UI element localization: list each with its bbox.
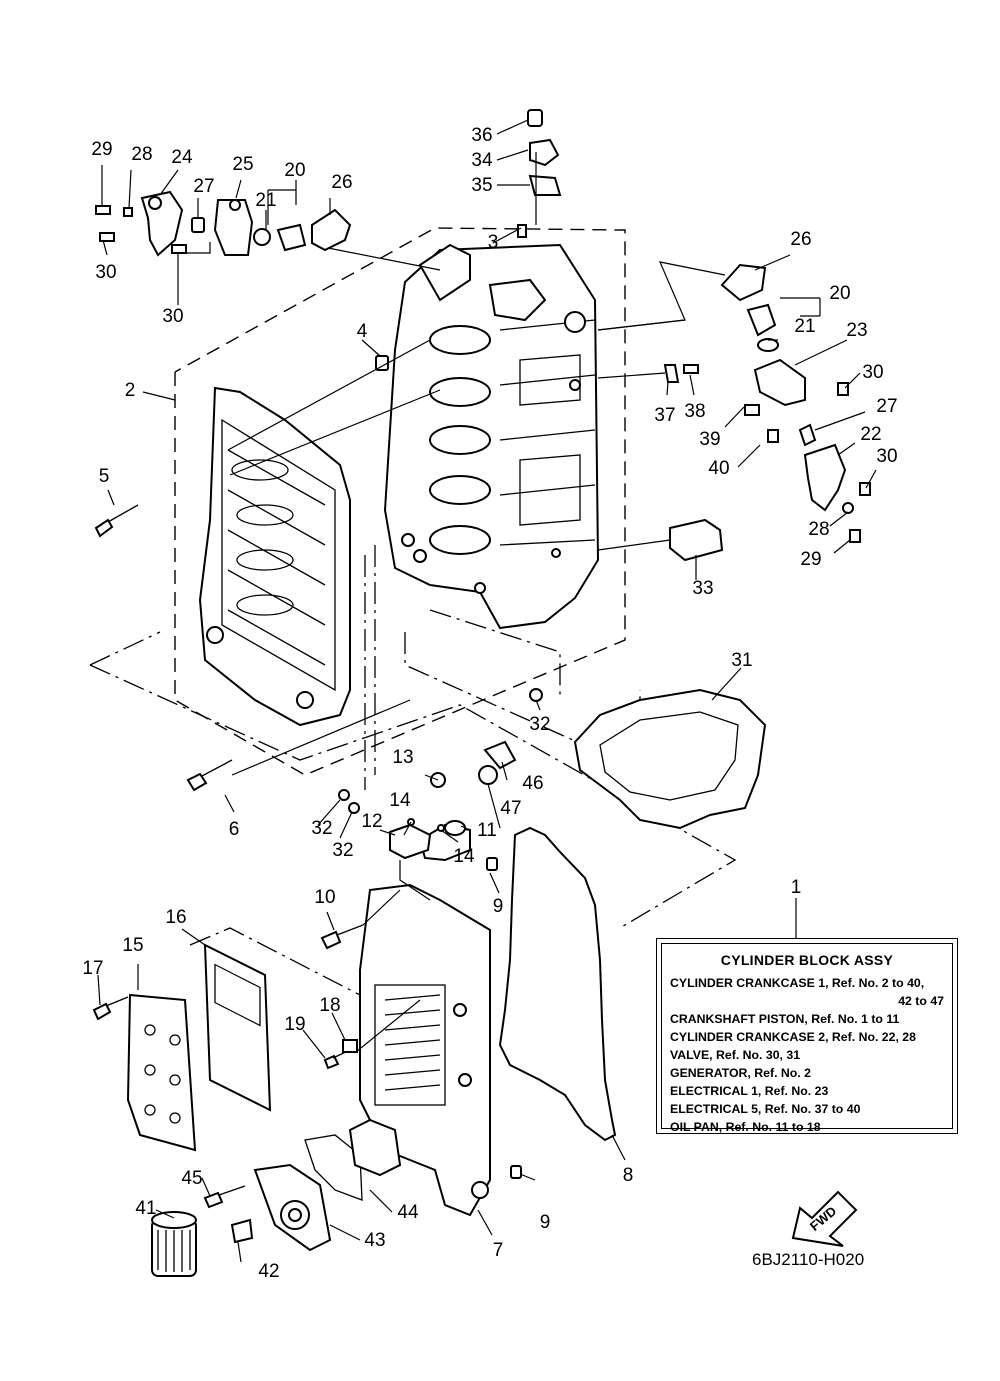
callout-39: 39 bbox=[699, 429, 720, 450]
cylinder-block bbox=[383, 243, 600, 630]
callout-30-right-upper: 30 bbox=[862, 362, 883, 383]
callout-numbers: 1 2 3 4 5 6 7 8 9 9 10 11 12 13 14 14 15… bbox=[82, 125, 897, 1282]
callout-29-left: 29 bbox=[91, 139, 112, 160]
callout-10: 10 bbox=[314, 887, 335, 908]
reference-line: ELECTRICAL 5, Ref. No. 37 to 40 bbox=[670, 1102, 861, 1116]
reference-line: CYLINDER CRANKCASE 2, Ref. No. 22, 28 bbox=[670, 1030, 916, 1044]
callout-29-right: 29 bbox=[800, 549, 821, 570]
oil-filter-adapter bbox=[230, 1118, 402, 1252]
callout-41: 41 bbox=[135, 1198, 156, 1219]
callout-12: 12 bbox=[361, 811, 382, 832]
callout-36: 36 bbox=[471, 125, 492, 146]
callout-23: 23 bbox=[846, 320, 867, 341]
reference-line: OIL PAN, Ref. No. 11 to 18 bbox=[670, 1120, 821, 1134]
callout-28-left: 28 bbox=[131, 144, 152, 165]
drawing-code: 6BJ2110-H020 bbox=[752, 1250, 865, 1269]
bolts bbox=[92, 355, 543, 1209]
callout-18: 18 bbox=[319, 995, 340, 1016]
callout-45: 45 bbox=[181, 1168, 202, 1189]
callout-44: 44 bbox=[397, 1202, 419, 1223]
callout-21-right: 21 bbox=[794, 316, 815, 337]
callout-32-left-lower: 32 bbox=[332, 840, 353, 861]
callout-31: 31 bbox=[731, 650, 752, 671]
callout-30-right-lower: 30 bbox=[876, 446, 897, 467]
callout-40: 40 bbox=[708, 458, 729, 479]
callout-11: 11 bbox=[477, 820, 497, 841]
cover-15-and-gasket-16 bbox=[126, 943, 272, 1152]
callout-8: 8 bbox=[623, 1165, 634, 1186]
callout-24: 24 bbox=[171, 147, 193, 168]
callout-17: 17 bbox=[82, 958, 103, 979]
callout-25: 25 bbox=[232, 154, 253, 175]
gasket-31 bbox=[573, 688, 767, 830]
callout-30-top-left: 30 bbox=[95, 262, 116, 283]
callout-20-right: 20 bbox=[829, 283, 850, 304]
callout-37: 37 bbox=[654, 405, 675, 426]
callout-19: 19 bbox=[284, 1014, 305, 1035]
callout-7: 7 bbox=[493, 1240, 504, 1261]
callout-43: 43 bbox=[364, 1230, 385, 1251]
reference-line: CRANKSHAFT PISTON, Ref. No. 1 to 11 bbox=[670, 1012, 900, 1026]
thermostat-housing-parts-left bbox=[95, 190, 352, 257]
callout-20-left: 20 bbox=[284, 160, 305, 181]
reference-line: ELECTRICAL 1, Ref. No. 23 bbox=[670, 1084, 829, 1098]
callout-33: 33 bbox=[692, 578, 713, 599]
callout-21-left: 21 bbox=[255, 190, 276, 211]
callout-6: 6 bbox=[229, 819, 240, 840]
callout-42: 42 bbox=[258, 1261, 279, 1282]
callout-38: 38 bbox=[684, 401, 705, 422]
callout-34: 34 bbox=[471, 150, 493, 171]
callout-3: 3 bbox=[488, 232, 499, 253]
reference-line: 42 to 47 bbox=[898, 994, 944, 1008]
callout-14-upper: 14 bbox=[389, 790, 411, 811]
callout-15: 15 bbox=[122, 935, 143, 956]
callout-46: 46 bbox=[522, 773, 543, 794]
assembly-title: CYLINDER BLOCK ASSY bbox=[720, 952, 894, 968]
top-small-parts bbox=[517, 109, 562, 238]
thermostat-housing-parts-right bbox=[663, 263, 871, 562]
oil-strainer-parts bbox=[389, 740, 517, 862]
callout-32-center: 32 bbox=[529, 714, 550, 735]
fwd-arrow-icon: FWD bbox=[791, 1190, 858, 1247]
reference-line: GENERATOR, Ref. No. 2 bbox=[670, 1066, 811, 1080]
callout-16: 16 bbox=[165, 907, 186, 928]
callout-2: 2 bbox=[125, 380, 136, 401]
callout-5: 5 bbox=[99, 466, 110, 487]
callout-28-right: 28 bbox=[808, 519, 829, 540]
reference-line: CYLINDER CRANKCASE 1, Ref. No. 2 to 40, bbox=[670, 976, 925, 990]
assembly-reference-box-inner: CYLINDER BLOCK ASSY CYLINDER CRANKCASE 1… bbox=[661, 943, 953, 1134]
callout-35: 35 bbox=[471, 175, 492, 196]
assembly-outlines bbox=[89, 227, 737, 996]
callout-13: 13 bbox=[392, 747, 413, 768]
callout-27-right: 27 bbox=[876, 396, 897, 417]
callout-47: 47 bbox=[500, 798, 521, 819]
callout-22: 22 bbox=[860, 424, 881, 445]
leader-lines bbox=[97, 119, 877, 1263]
reference-line: VALVE, Ref. No. 30, 31 bbox=[670, 1048, 801, 1062]
oil-filter-41 bbox=[151, 1211, 197, 1277]
crankcase bbox=[198, 386, 351, 727]
callout-9-lower: 9 bbox=[540, 1212, 551, 1233]
callout-30-bottom-left: 30 bbox=[162, 306, 183, 327]
callout-26-left: 26 bbox=[331, 172, 352, 193]
oil-pan-gasket-8 bbox=[498, 826, 617, 1142]
assembly-reference-box: CYLINDER BLOCK ASSY CYLINDER CRANKCASE 1… bbox=[656, 938, 958, 1134]
callout-1: 1 bbox=[791, 877, 802, 898]
callout-9-upper: 9 bbox=[493, 896, 504, 917]
callout-26-right: 26 bbox=[790, 229, 811, 250]
assembly-reference-lines: CYLINDER CRANKCASE 1, Ref. No. 2 to 40, … bbox=[670, 974, 946, 1136]
callout-14-lower: 14 bbox=[453, 846, 475, 867]
callout-32-left-upper: 32 bbox=[311, 818, 332, 839]
callout-27-left: 27 bbox=[193, 176, 214, 197]
callout-4: 4 bbox=[357, 321, 368, 342]
